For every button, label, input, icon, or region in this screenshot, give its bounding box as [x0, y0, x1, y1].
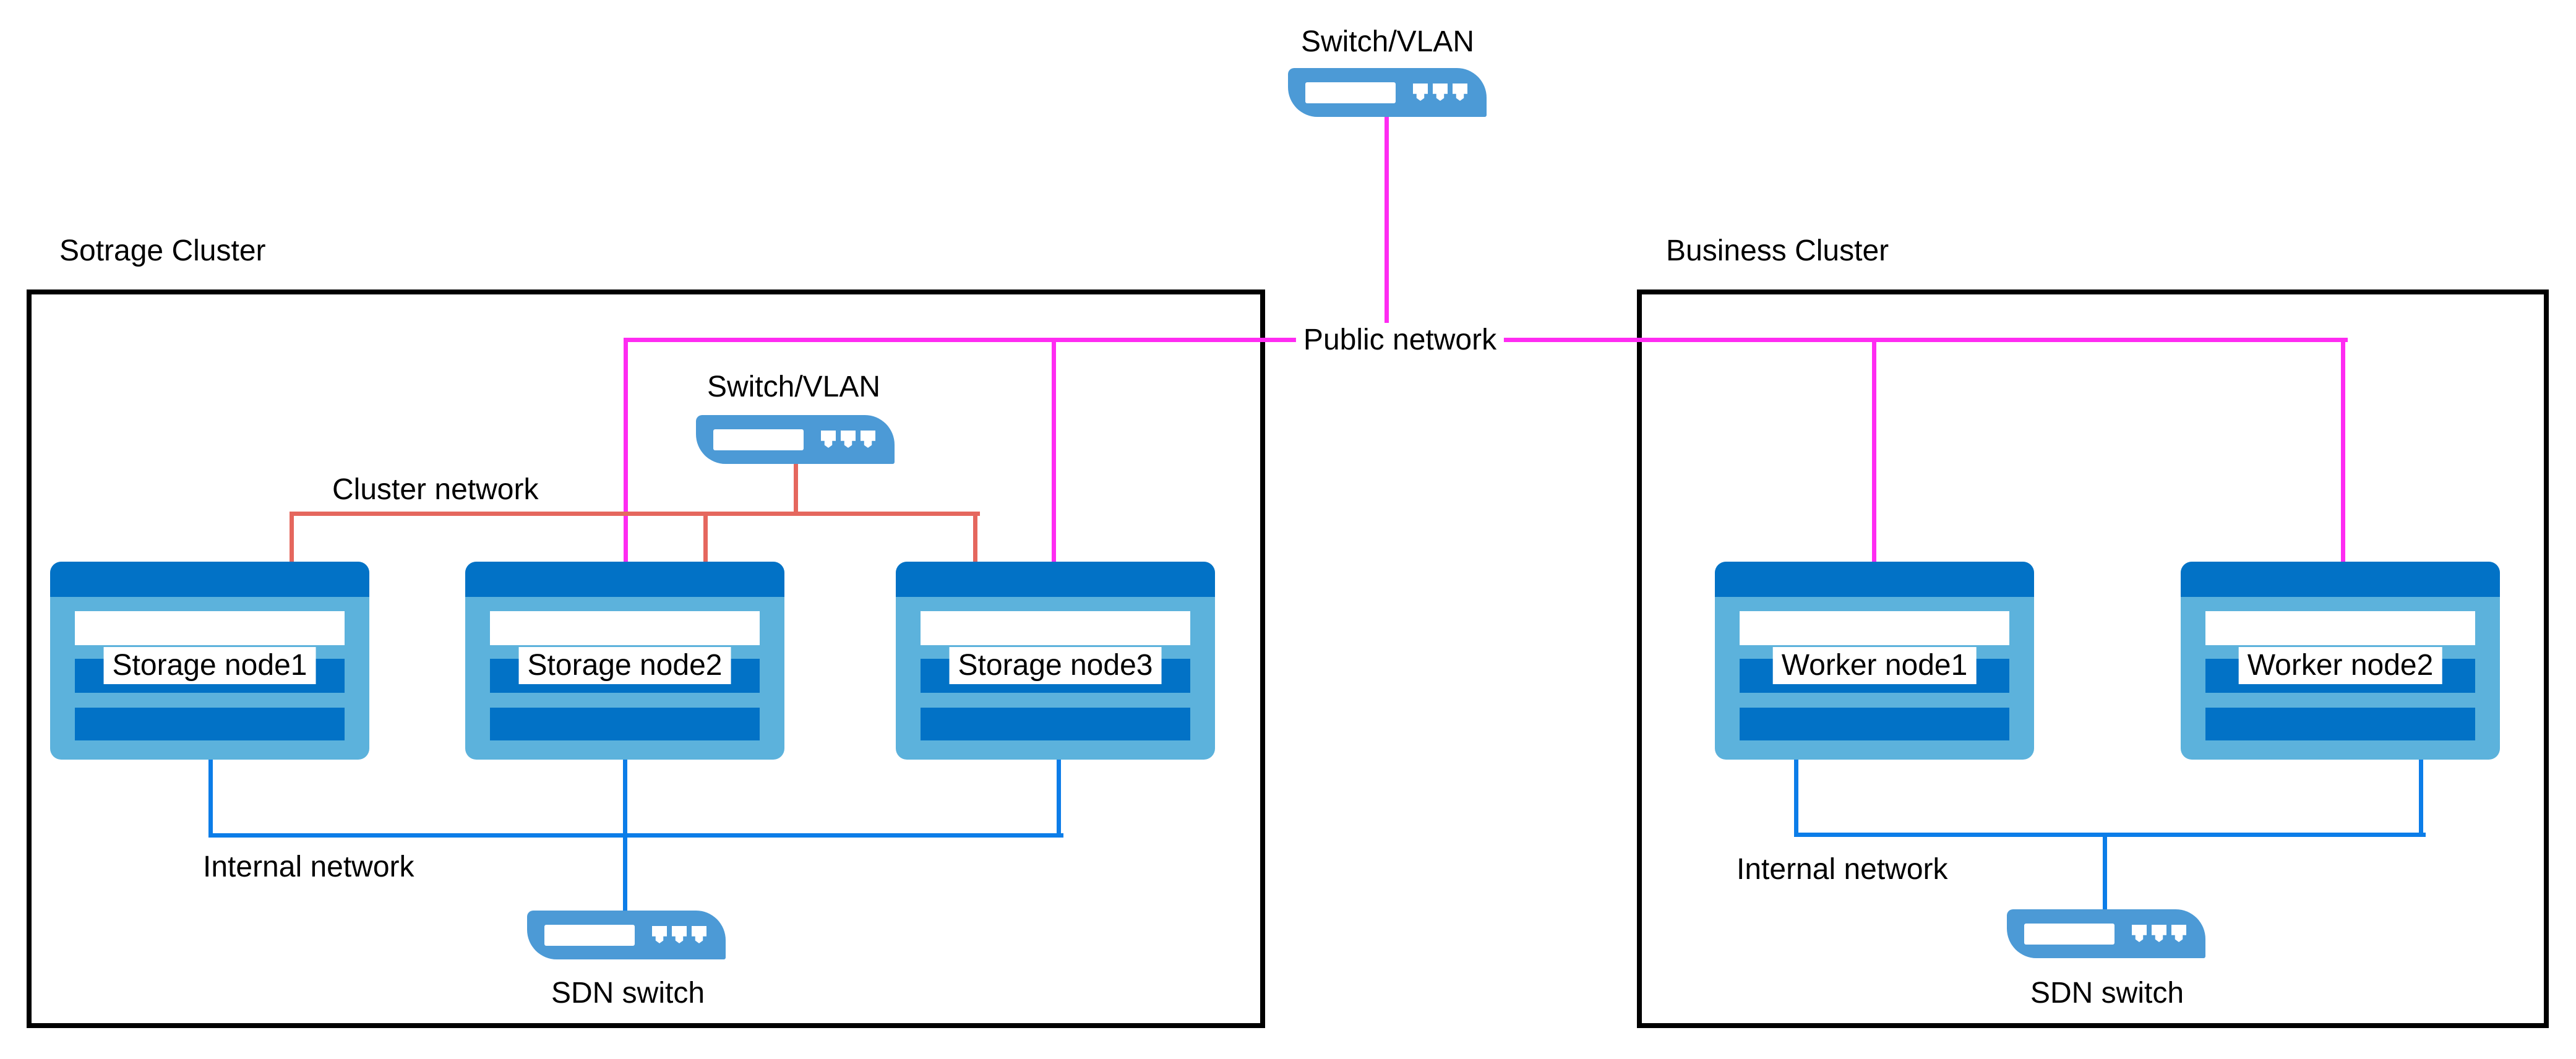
public-network-line-top-switch-drop [1385, 116, 1389, 330]
cluster-network-line-node3-drop [973, 512, 977, 562]
node-slot-icon [490, 708, 760, 740]
node-label: Worker node2 [2238, 647, 2442, 684]
switch-screen-icon [2024, 924, 2114, 945]
cluster-network-line-node1-drop [290, 512, 294, 562]
switch-port-icon [692, 926, 706, 943]
switch-screen-icon [1305, 82, 1396, 103]
switch-port-icon [672, 926, 687, 943]
node-label: Storage node2 [518, 647, 731, 684]
public-network-line-storage-node3-drop [1052, 340, 1056, 562]
node-header-bar [896, 562, 1215, 597]
worker-node-2: Worker node2 [2181, 562, 2500, 760]
business-internal-network-label: Internal network [1737, 853, 1948, 886]
cluster-network-line-node2-drop [703, 512, 708, 562]
cluster-network-label: Cluster network [332, 473, 539, 506]
storage-node-1: Storage node1 [50, 562, 369, 760]
node-slot-icon [1740, 708, 2009, 740]
storage-switch-icon [696, 415, 895, 464]
storage-internal-network-line-horizontal [208, 833, 1063, 838]
node-slot-icon [1740, 611, 2009, 645]
node-slot-icon [921, 611, 1190, 645]
switch-port-icon [652, 926, 667, 943]
business-sdn-switch-icon [2007, 909, 2205, 958]
worker-node-1: Worker node1 [1715, 562, 2034, 760]
node-slot-icon [2205, 611, 2475, 645]
business-cluster-box [1637, 289, 2549, 1028]
business-internal-network-worker2-riser [2419, 758, 2423, 837]
switch-port-icon [1433, 84, 1448, 101]
switch-port-icon [2152, 925, 2166, 942]
public-network-line-worker-node1-drop [1872, 340, 1876, 562]
storage-internal-network-node2-riser [623, 758, 627, 838]
public-network-label: Public network [1295, 323, 1505, 358]
node-slot-icon [921, 708, 1190, 740]
switch-port-icon [821, 431, 836, 448]
node-header-bar [465, 562, 784, 597]
node-slot-icon [2205, 708, 2475, 740]
storage-sdn-switch-icon [527, 911, 726, 959]
switch-port-icon [841, 431, 856, 448]
storage-cluster-box [27, 289, 1265, 1028]
top-switch-label: Switch/VLAN [1300, 25, 1475, 58]
cluster-network-line-switch-stub [794, 461, 798, 514]
business-sdn-switch-label: SDN switch [2030, 977, 2184, 1010]
top-switch-icon [1288, 68, 1487, 117]
switch-screen-icon [713, 429, 804, 450]
node-header-bar [50, 562, 369, 597]
switch-port-icon [861, 431, 875, 448]
storage-sdn-switch-label: SDN switch [551, 977, 705, 1010]
switch-port-icon [2132, 925, 2147, 942]
node-label: Storage node1 [103, 647, 316, 684]
storage-internal-network-label: Internal network [203, 851, 414, 883]
storage-switch-label: Switch/VLAN [706, 371, 881, 403]
storage-node-2: Storage node2 [465, 562, 784, 760]
public-network-line-storage-node2-drop [624, 340, 628, 562]
node-label: Storage node3 [949, 647, 1162, 684]
business-internal-network-line-horizontal [1794, 833, 2426, 837]
node-slot-icon [75, 611, 345, 645]
storage-cluster-title: Sotrage Cluster [59, 234, 266, 267]
business-internal-network-worker1-riser [1794, 758, 1798, 837]
switch-port-icon [1453, 84, 1467, 101]
cluster-network-line-horizontal [290, 512, 980, 516]
storage-internal-network-node3-riser [1057, 758, 1061, 838]
business-internal-network-sdn-drop [2103, 833, 2107, 911]
business-cluster-title: Business Cluster [1666, 234, 1889, 267]
switch-port-icon [2171, 925, 2186, 942]
switch-screen-icon [544, 925, 635, 946]
node-slot-icon [490, 611, 760, 645]
node-header-bar [1715, 562, 2034, 597]
switch-port-icon [1413, 84, 1428, 101]
storage-node-3: Storage node3 [896, 562, 1215, 760]
node-slot-icon [75, 708, 345, 740]
node-header-bar [2181, 562, 2500, 597]
storage-internal-network-node1-riser [208, 758, 213, 838]
public-network-line-worker-node2-drop [2341, 340, 2345, 562]
storage-internal-network-sdn-drop [623, 833, 627, 912]
node-label: Worker node1 [1772, 647, 1977, 684]
